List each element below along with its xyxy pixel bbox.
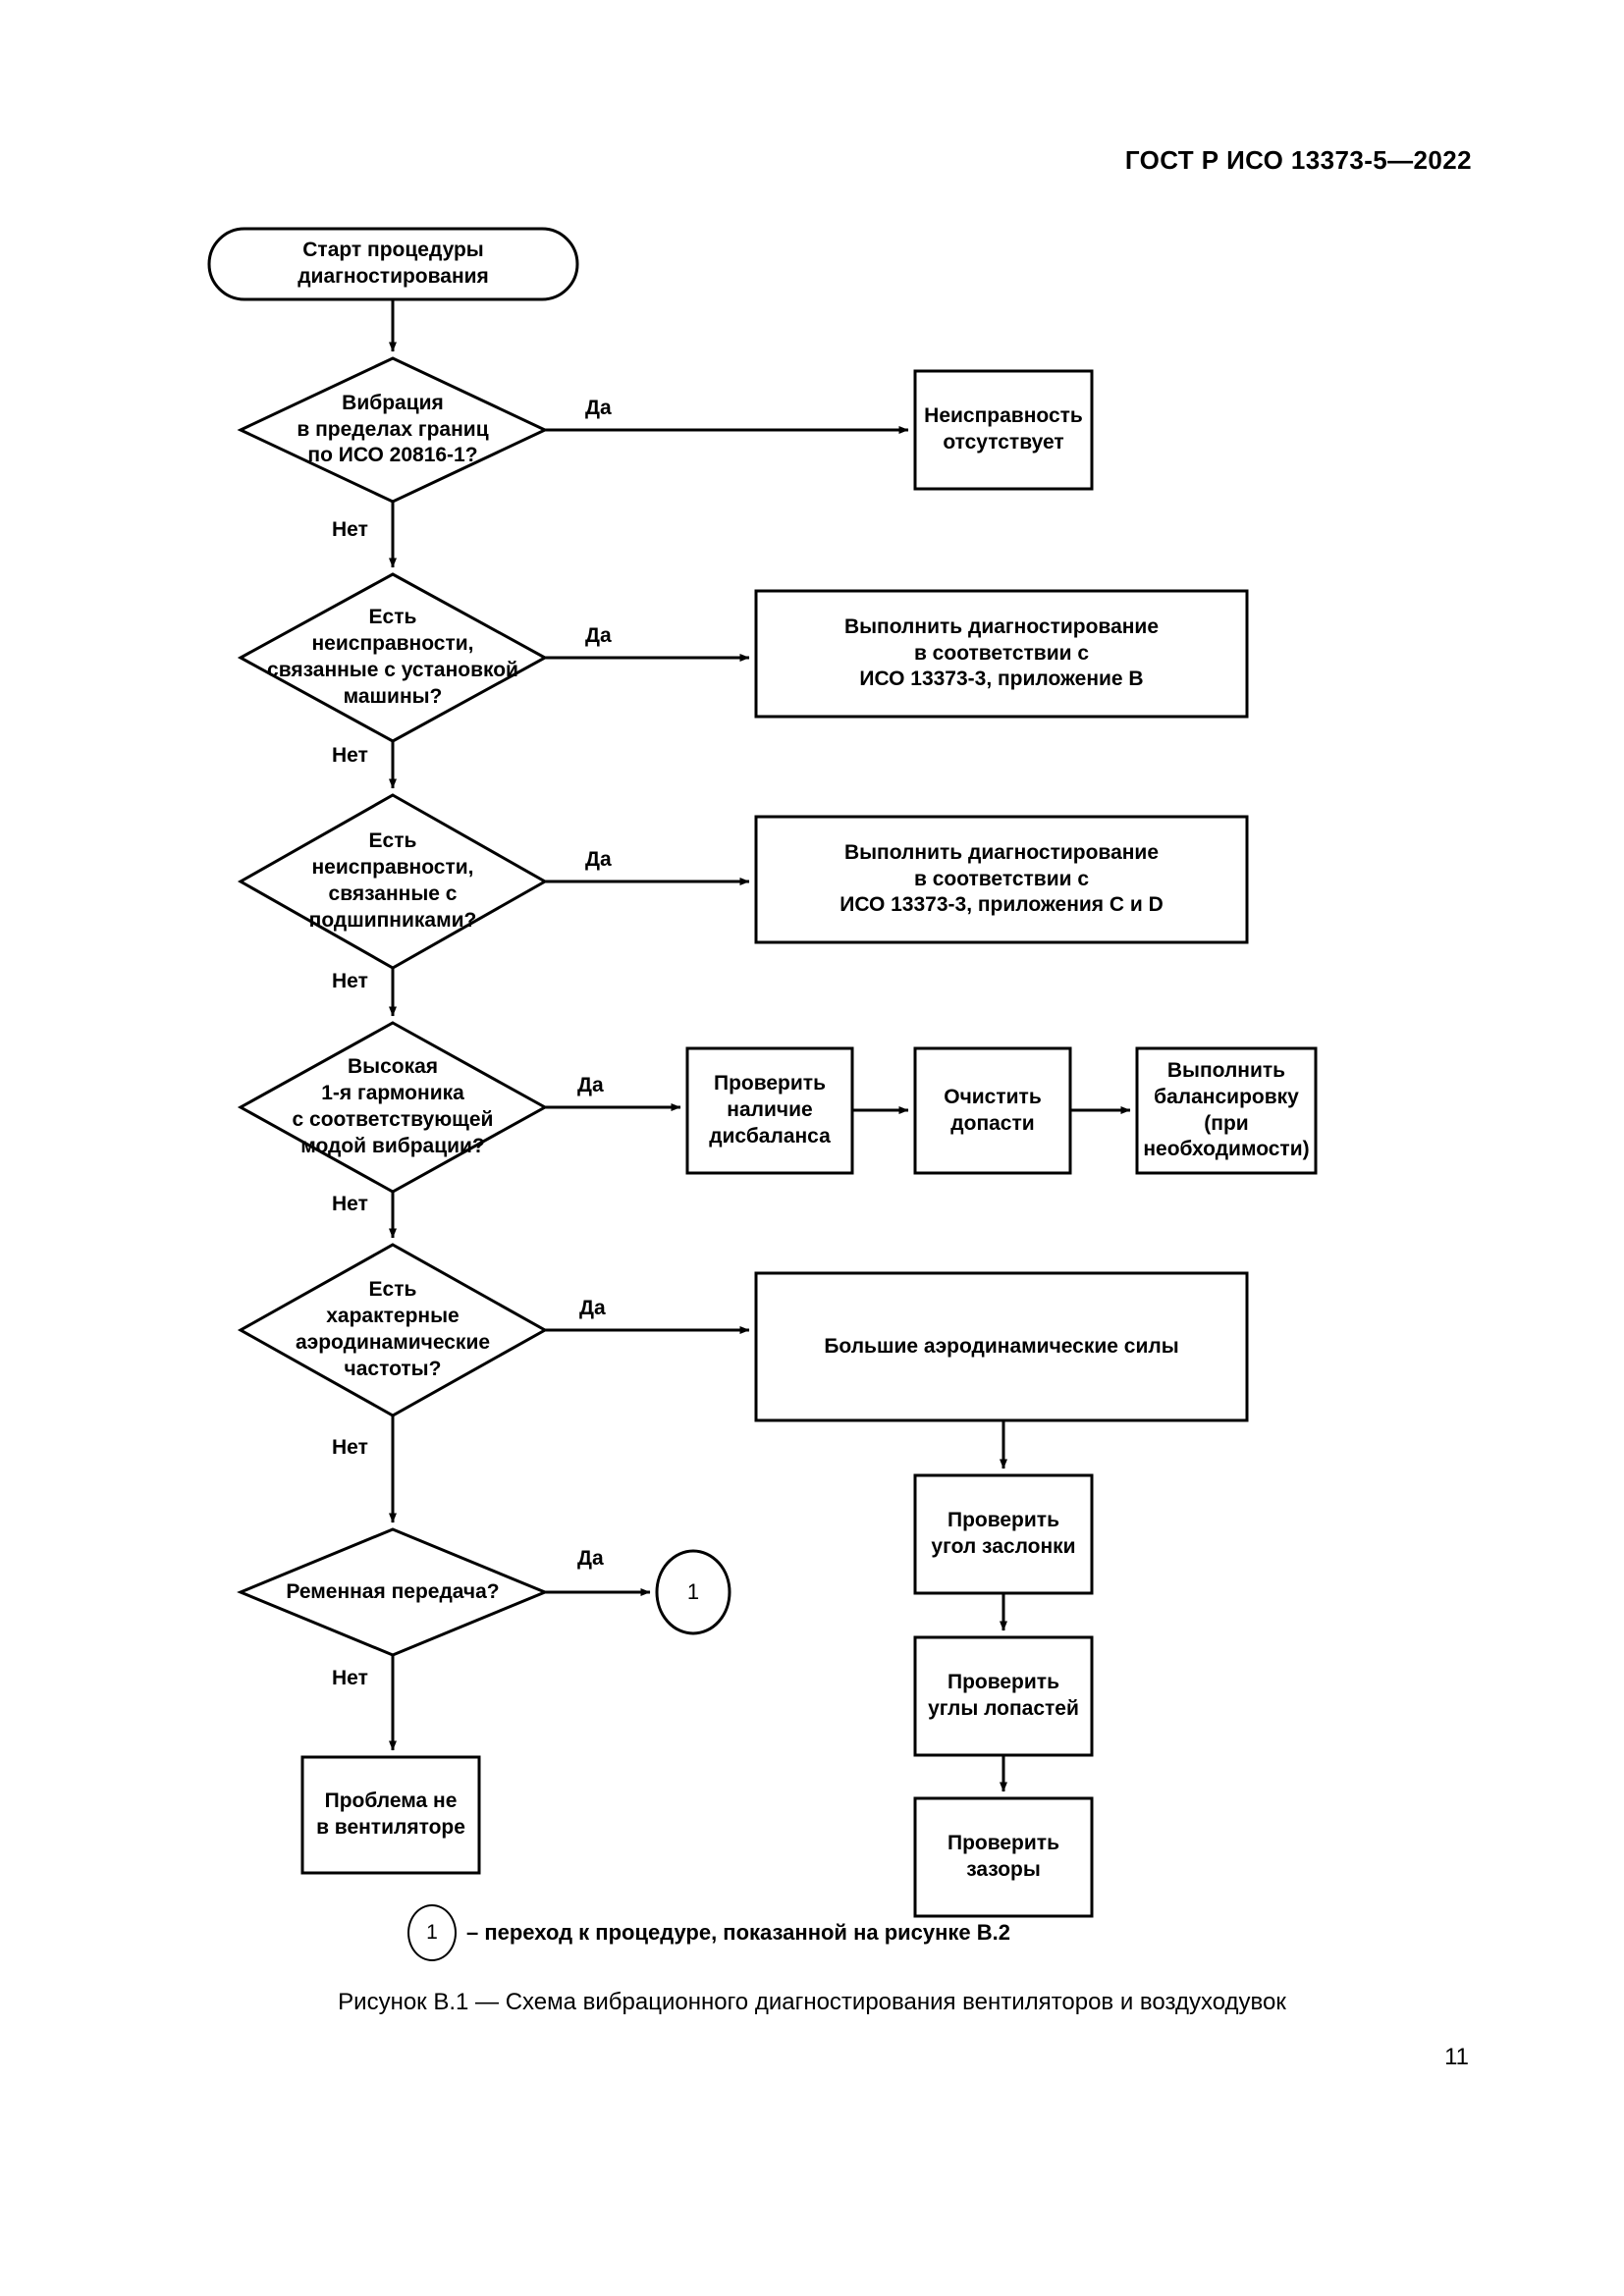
edge-label-no-d2: Нет <box>332 744 368 767</box>
shape-process-p9 <box>913 1635 1094 1757</box>
figure-caption: Рисунок В.1 — Схема вибрационного диагно… <box>338 1989 1286 2015</box>
edge-label-yes-d1: Да <box>585 397 612 419</box>
shape-process-p11 <box>300 1755 481 1875</box>
edge-label-no-d1: Нет <box>332 518 368 541</box>
shape-process-p7 <box>754 1271 1249 1422</box>
shape-process-p8 <box>913 1473 1094 1595</box>
shape-connector-c1 <box>655 1549 731 1635</box>
shape-process-p10 <box>913 1796 1094 1918</box>
legend-text: – переход к процедуре, показанной на рис… <box>466 1920 1011 1945</box>
shape-decision-d3 <box>237 793 549 970</box>
shape-start <box>207 227 579 301</box>
edge-label-yes-d6: Да <box>577 1547 604 1570</box>
shape-process-p3 <box>754 815 1249 944</box>
legend-connector-icon: 1 <box>407 1904 457 1961</box>
shape-decision-d6 <box>237 1527 549 1657</box>
figure-legend: 1 – переход к процедуре, показанной на р… <box>407 1904 1010 1961</box>
shape-decision-d4 <box>237 1021 549 1194</box>
document-header: ГОСТ Р ИСО 13373-5—2022 <box>1124 145 1472 175</box>
edge-label-yes-d2: Да <box>585 624 612 647</box>
edge-label-no-d5: Нет <box>332 1436 368 1459</box>
edge-label-no-d6: Нет <box>332 1667 368 1689</box>
edge-label-yes-d4: Да <box>577 1074 604 1096</box>
shape-process-p4 <box>685 1046 854 1175</box>
edge-label-yes-d3: Да <box>585 848 612 871</box>
edge-label-no-d3: Нет <box>332 970 368 992</box>
page-number: 11 <box>1444 2044 1469 2070</box>
edge-label-no-d4: Нет <box>332 1193 368 1215</box>
shape-process-p6 <box>1135 1046 1318 1175</box>
shape-decision-d2 <box>237 572 549 743</box>
shape-process-p5 <box>913 1046 1072 1175</box>
node-connector-c1-label: 1 <box>686 1579 700 1604</box>
shape-process-p2 <box>754 589 1249 719</box>
shape-decision-d5 <box>237 1243 549 1417</box>
shape-process-p1 <box>913 369 1094 491</box>
edge-label-yes-d5: Да <box>579 1297 606 1319</box>
shape-decision-d1 <box>237 356 549 504</box>
